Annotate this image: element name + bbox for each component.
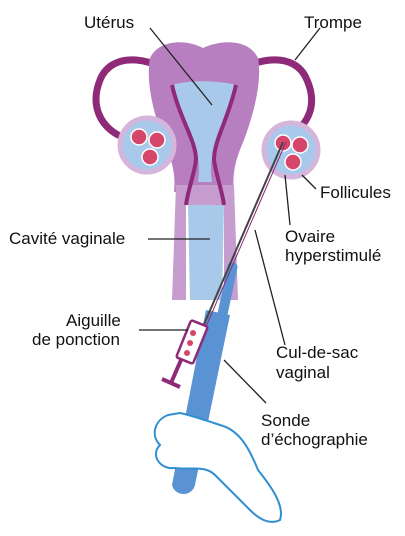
- label-aiguille-line1: Aiguille: [66, 311, 121, 331]
- left-ovary: [120, 118, 174, 172]
- label-culdesac-line1: Cul-de-sac: [276, 343, 358, 363]
- label-follicules: Follicules: [320, 183, 391, 203]
- label-cavite-vaginale: Cavité vaginale: [9, 229, 125, 249]
- label-trompe: Trompe: [304, 13, 362, 33]
- label-aiguille-line2: de ponction: [32, 330, 120, 350]
- label-sonde-line1: Sonde: [261, 411, 310, 431]
- label-ovaire-line1: Ovaire: [285, 227, 335, 247]
- label-uterus: Utérus: [84, 13, 134, 33]
- label-sonde-line2: d’échographie: [261, 430, 368, 450]
- label-culdesac-line2: vaginal: [276, 363, 330, 383]
- uterus-body: [149, 42, 259, 300]
- label-ovaire-line2: hyperstimulé: [285, 246, 381, 266]
